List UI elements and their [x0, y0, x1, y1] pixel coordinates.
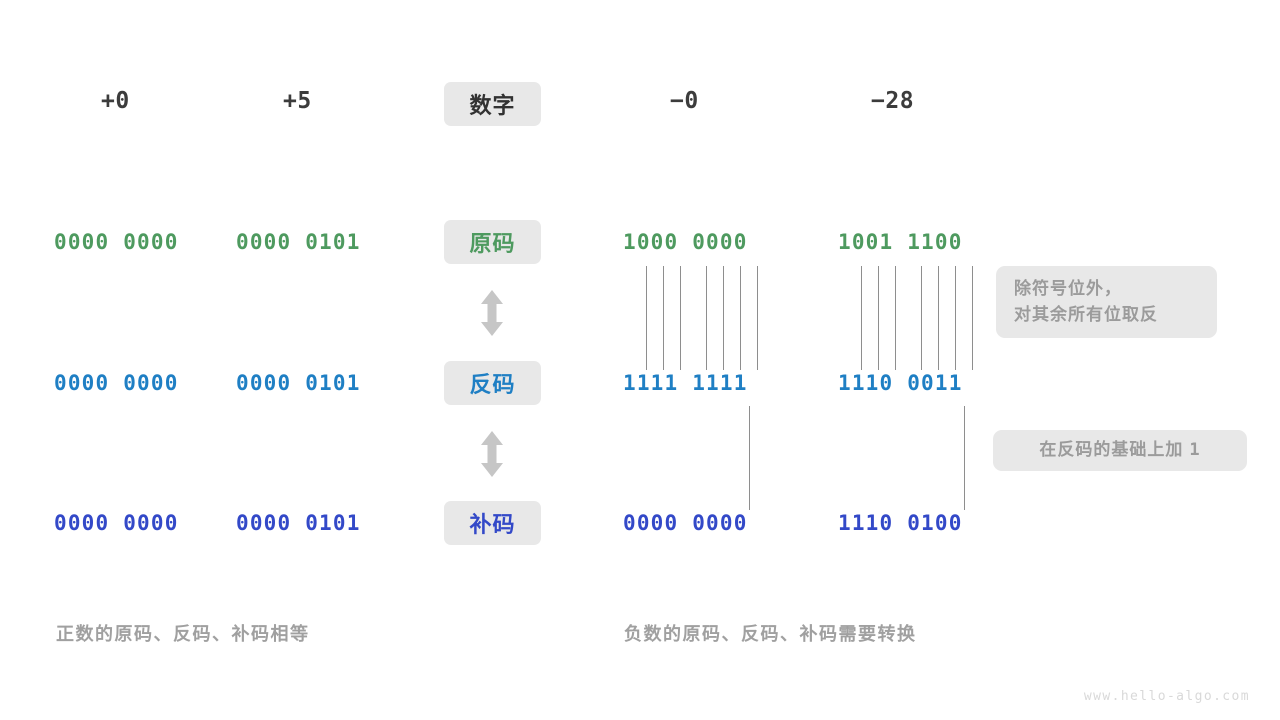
sign-magnitude-neg-28: 1001 1100: [838, 230, 963, 254]
note-invert-line-2: 对其余所有位取反: [1014, 305, 1158, 324]
note-add-one: 在反码的基础上加 1: [993, 430, 1247, 471]
row-label-twos-complement: 补码: [444, 501, 541, 545]
ones-complement-neg-28: 1110 0011: [838, 371, 963, 395]
double-arrow-vertical-icon: [481, 290, 503, 336]
twos-complement-neg-zero: 0000 0000: [623, 511, 748, 535]
row-label-ones-complement: 反码: [444, 361, 541, 405]
row-label-sign-magnitude: 原码: [444, 220, 541, 264]
twos-complement-neg-28: 1110 0100: [838, 511, 963, 535]
ones-complement-neg-zero: 1111 1111: [623, 371, 748, 395]
caption-positive: 正数的原码、反码、补码相等: [56, 624, 310, 644]
bit-connector-line: [706, 266, 707, 370]
double-arrow-ones-to-twos: [477, 430, 507, 478]
bit-connector-line: [723, 266, 724, 370]
sign-magnitude-pos-zero: 0000 0000: [54, 230, 179, 254]
caption-negative: 负数的原码、反码、补码需要转换: [624, 624, 917, 644]
double-arrow-vertical-icon: [481, 431, 503, 477]
note-invert-bits: 除符号位外， 对其余所有位取反: [996, 266, 1217, 338]
note-add-one-value: 1: [1189, 440, 1201, 461]
bit-connector-line: [955, 266, 956, 370]
bit-connector-line: [921, 266, 922, 370]
bit-connector-line: [895, 266, 896, 370]
header-value-pos-five: +5: [283, 88, 312, 114]
sign-magnitude-pos-five: 0000 0101: [236, 230, 361, 254]
watermark: www.hello-algo.com: [1083, 689, 1250, 704]
bit-connector-line: [861, 266, 862, 370]
bit-connector-line: [663, 266, 664, 370]
bit-connector-line: [740, 266, 741, 370]
note-add-one-text: 在反码的基础上加: [1039, 440, 1184, 460]
ones-complement-pos-five: 0000 0101: [236, 371, 361, 395]
bit-connector-line: [757, 266, 758, 370]
header-value-neg-zero: −0: [670, 88, 699, 114]
carry-connector-line: [964, 406, 965, 510]
header-value-pos-zero: +0: [101, 88, 130, 114]
carry-connector-line: [749, 406, 750, 510]
twos-complement-pos-zero: 0000 0000: [54, 511, 179, 535]
bit-connector-line: [646, 266, 647, 370]
double-arrow-sign-to-ones: [477, 289, 507, 337]
bit-connector-line: [938, 266, 939, 370]
bit-connector-line: [878, 266, 879, 370]
bit-connector-line: [972, 266, 973, 370]
ones-complement-pos-zero: 0000 0000: [54, 371, 179, 395]
bit-connector-line: [680, 266, 681, 370]
row-label-number: 数字: [444, 82, 541, 126]
header-value-neg-28: −28: [871, 88, 915, 114]
note-invert-line-1: 除符号位外，: [1014, 278, 1122, 298]
twos-complement-pos-five: 0000 0101: [236, 511, 361, 535]
sign-magnitude-neg-zero: 1000 0000: [623, 230, 748, 254]
